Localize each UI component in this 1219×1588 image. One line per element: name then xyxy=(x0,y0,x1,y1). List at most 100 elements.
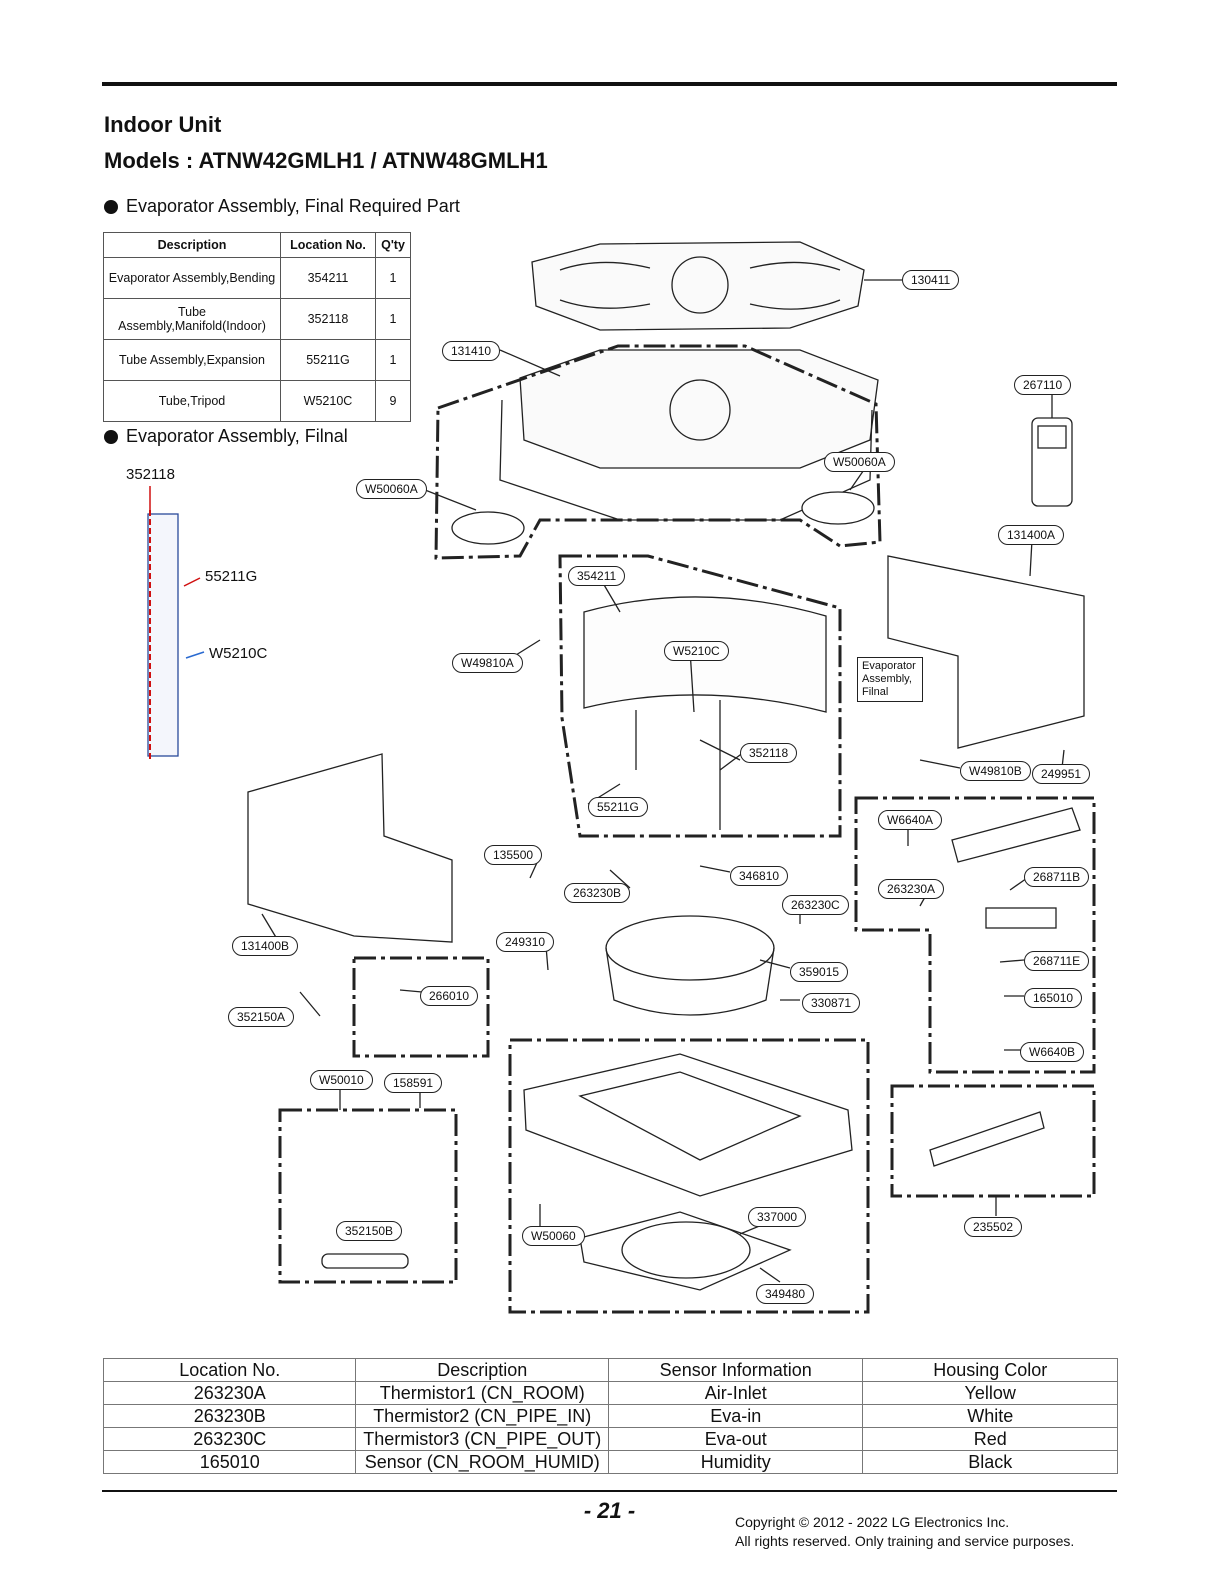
cell: 1 xyxy=(375,339,411,381)
callout-55211G: 55211G xyxy=(588,797,648,817)
section-final-required-part: Evaporator Assembly, Final Required Part xyxy=(104,196,460,217)
callout-235502: 235502 xyxy=(964,1217,1023,1237)
required-parts-table: Description Location No. Q'ty Evaporator… xyxy=(103,232,411,422)
sensor-table: Location No. Description Sensor Informat… xyxy=(102,1358,1118,1474)
callout-165010: 165010 xyxy=(1024,988,1083,1008)
cell: Eva-out xyxy=(607,1427,864,1451)
callout-131400A: 131400A xyxy=(998,525,1065,545)
cell: 1 xyxy=(375,298,411,340)
callout-249951: 249951 xyxy=(1032,764,1091,784)
grille-337000 xyxy=(579,1211,792,1291)
evaporator-assembly-box-label: Evaporator Assembly, Filnal xyxy=(857,657,923,702)
label-352118-manifold: 352118 xyxy=(126,466,175,483)
callout-266010: 266010 xyxy=(420,986,479,1006)
cell: Air-Inlet xyxy=(607,1381,864,1405)
callout-W50060: W50060 xyxy=(522,1226,585,1246)
cell: Tube,Tripod xyxy=(103,380,281,422)
top-rule xyxy=(102,82,1117,86)
callout-352150B: 352150B xyxy=(336,1221,403,1241)
label-W5210C-tripod: W5210C xyxy=(209,645,268,662)
callout-267110: 267110 xyxy=(1014,375,1072,395)
callout-158591: 158591 xyxy=(384,1073,443,1093)
callout-263230B: 263230B xyxy=(564,883,631,903)
callout-130411: 130411 xyxy=(902,270,960,290)
cell: Humidity xyxy=(607,1450,864,1474)
page-number: - 21 - xyxy=(583,1498,636,1523)
drain-pan-131410 xyxy=(519,349,879,469)
models-title: Models : ATNW42GMLH1 / ATNW48GMLH1 xyxy=(104,148,548,173)
callout-268711E: 268711E xyxy=(1024,951,1090,971)
table-row: Tube Assembly,Expansion 55211G 1 xyxy=(103,339,411,381)
callout-349480: 349480 xyxy=(756,1284,815,1304)
callout-346810: 346810 xyxy=(730,866,789,886)
col-housing-color: Housing Color xyxy=(862,1358,1118,1382)
callout-W6640A: W6640A xyxy=(878,810,943,830)
cell: White xyxy=(862,1404,1118,1428)
table-row: 263230A Thermistor1 (CN_ROOM) Air-Inlet … xyxy=(102,1381,1118,1405)
callout-249310: 249310 xyxy=(496,932,555,952)
cell: 354211 xyxy=(280,257,376,299)
callout-131410: 131410 xyxy=(442,341,501,361)
table-row: 263230C Thermistor3 (CN_PIPE_OUT) Eva-ou… xyxy=(102,1427,1118,1451)
fan-359015 xyxy=(605,915,775,981)
callout-263230A: 263230A xyxy=(878,879,945,899)
cell: Thermistor3 (CN_PIPE_OUT) xyxy=(355,1427,609,1451)
section-evaporator-final: Evaporator Assembly, Filnal xyxy=(104,426,348,447)
cell: 352118 xyxy=(280,298,376,340)
callout-W50010: W50010 xyxy=(310,1070,373,1090)
callout-W49810A: W49810A xyxy=(452,653,523,673)
callout-337000: 337000 xyxy=(748,1207,807,1227)
callout-352150A: 352150A xyxy=(228,1007,295,1027)
col-description: Description xyxy=(355,1358,609,1382)
col-description: Description xyxy=(103,232,281,258)
callout-W49810B: W49810B xyxy=(960,761,1031,781)
cell: W5210C xyxy=(280,380,376,422)
cell: 165010 xyxy=(102,1450,357,1474)
callout-131400B: 131400B xyxy=(232,936,299,956)
cell: Evaporator Assembly,Bending xyxy=(103,257,281,299)
callout-W5210C: W5210C xyxy=(664,641,729,661)
table-row: Tube,Tripod W5210C 9 xyxy=(103,380,411,422)
cell: 1 xyxy=(375,257,411,299)
section-label: Evaporator Assembly, Final Required Part xyxy=(126,196,460,216)
cell: 263230A xyxy=(102,1381,357,1405)
cell: Eva-in xyxy=(607,1404,864,1428)
callout-268711B: 268711B xyxy=(1024,867,1090,887)
table-row: 263230B Thermistor2 (CN_PIPE_IN) Eva-in … xyxy=(102,1404,1118,1428)
bullet-icon xyxy=(104,429,118,444)
col-location-no: Location No. xyxy=(102,1358,357,1382)
page-title: Indoor Unit xyxy=(104,112,222,137)
rights-line: All rights reserved. Only training and s… xyxy=(735,1533,1075,1549)
callout-354211: 354211 xyxy=(568,566,626,586)
callout-135500: 135500 xyxy=(484,845,543,865)
copyright-block: Copyright © 2012 - 2022 LG Electronics I… xyxy=(735,1513,1074,1551)
col-sensor-information: Sensor Information xyxy=(607,1358,864,1382)
table-header-row: Location No. Description Sensor Informat… xyxy=(102,1358,1118,1382)
cell: Red xyxy=(862,1427,1118,1451)
table-row: 165010 Sensor (CN_ROOM_HUMID) Humidity B… xyxy=(102,1450,1118,1474)
cell: Sensor (CN_ROOM_HUMID) xyxy=(355,1450,609,1474)
table-header-row: Description Location No. Q'ty xyxy=(103,232,411,258)
callout-359015: 359015 xyxy=(790,962,849,982)
exploded-view-diagram xyxy=(147,241,1096,1314)
callout-W6640B: W6640B xyxy=(1020,1042,1085,1062)
callout-330871: 330871 xyxy=(802,993,861,1013)
cell: 263230B xyxy=(102,1404,357,1428)
cell: Thermistor1 (CN_ROOM) xyxy=(355,1381,609,1405)
cell: Thermistor2 (CN_PIPE_IN) xyxy=(355,1404,609,1428)
copyright-line: Copyright © 2012 - 2022 LG Electronics I… xyxy=(735,1514,1010,1530)
label-55211G-expansion: 55211G xyxy=(205,568,258,585)
cell: 263230C xyxy=(102,1427,357,1451)
cell: Tube Assembly,Expansion xyxy=(103,339,281,381)
section-label: Evaporator Assembly, Filnal xyxy=(126,426,348,446)
table-row: Tube Assembly,Manifold(Indoor) 352118 1 xyxy=(103,298,411,340)
cell: 55211G xyxy=(280,339,376,381)
side-cover-131400B xyxy=(247,753,453,943)
callout-W50060A-left: W50060A xyxy=(356,479,427,499)
callout-W50060A-right: W50060A xyxy=(824,452,895,472)
cell: Yellow xyxy=(862,1381,1118,1405)
callout-352118: 352118 xyxy=(740,743,798,763)
top-panel-130411 xyxy=(531,241,865,331)
col-qty: Q'ty xyxy=(375,232,411,258)
bottom-rule xyxy=(102,1490,1117,1492)
